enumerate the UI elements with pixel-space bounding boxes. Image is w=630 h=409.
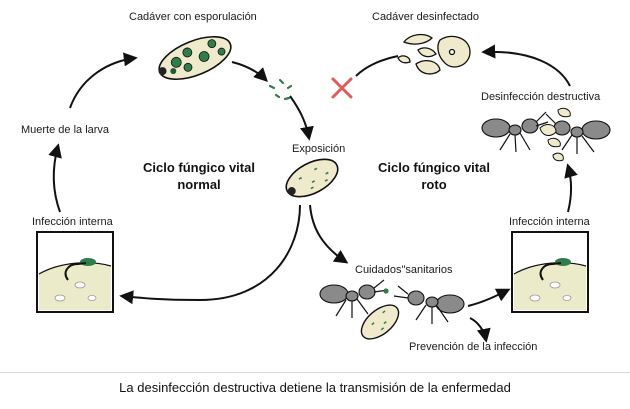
arrow-disinfection-to-corpse [481,44,571,87]
arrow-infection-to-disinfection [564,163,578,213]
normal-cycle-title: Ciclo fúngico vital normal [124,159,274,193]
destructive-disinfection-ants-icon [481,107,611,162]
sanitary-care-ants-icon [319,279,465,340]
arrow-care-to-prevention [469,317,491,343]
arrow-larva-to-corpse [69,52,138,109]
exposed-pupa-icon [285,158,339,198]
arrow-infection-to-death [48,143,62,213]
infection-prevention-label: Prevención de la infección [409,341,538,353]
disinfected-corpse-icon [397,33,471,75]
normal-cycle-title-line2: normal [177,177,221,192]
broken-cycle-cross-icon [331,77,353,99]
internal-infection-left-icon [36,231,114,313]
sporulating-corpse-icon [158,35,232,81]
arrow-corpse-to-spores [231,61,268,82]
arrow-exposure-to-care [309,204,349,264]
arrow-exposure-to-infection-left [119,204,301,305]
broken-cycle-title-line1: Ciclo fúngico vital [378,160,490,175]
disinfected-corpse-label: Cadáver desinfectado [372,11,480,23]
arrow-care-to-infection-right [467,288,511,307]
larva-death-label: Muerte de la larva [21,124,110,136]
destructive-disinfection-label: Desinfección destructiva [481,91,601,103]
sanitary-care-label: Cuidados"sanitarios [355,264,453,276]
broken-link-arc [355,55,399,77]
internal-infection-left-label: Infección interna [32,216,113,228]
sporulating-corpse-label: Cadáver con esporulación [129,11,257,23]
figure-caption: La desinfección destructiva detiene la t… [119,380,511,395]
spores-icon [268,78,293,101]
arrow-spores-to-exposure [289,95,314,141]
internal-infection-right-label: Infección interna [509,216,590,228]
caption-band [0,372,630,409]
broken-cycle-title: Ciclo fúngico vital roto [359,159,509,193]
broken-cycle-title-line2: roto [421,177,447,192]
internal-infection-right-icon [511,231,589,313]
normal-cycle-title-line1: Ciclo fúngico vital [143,160,255,175]
exposure-label: Exposición [292,143,346,155]
